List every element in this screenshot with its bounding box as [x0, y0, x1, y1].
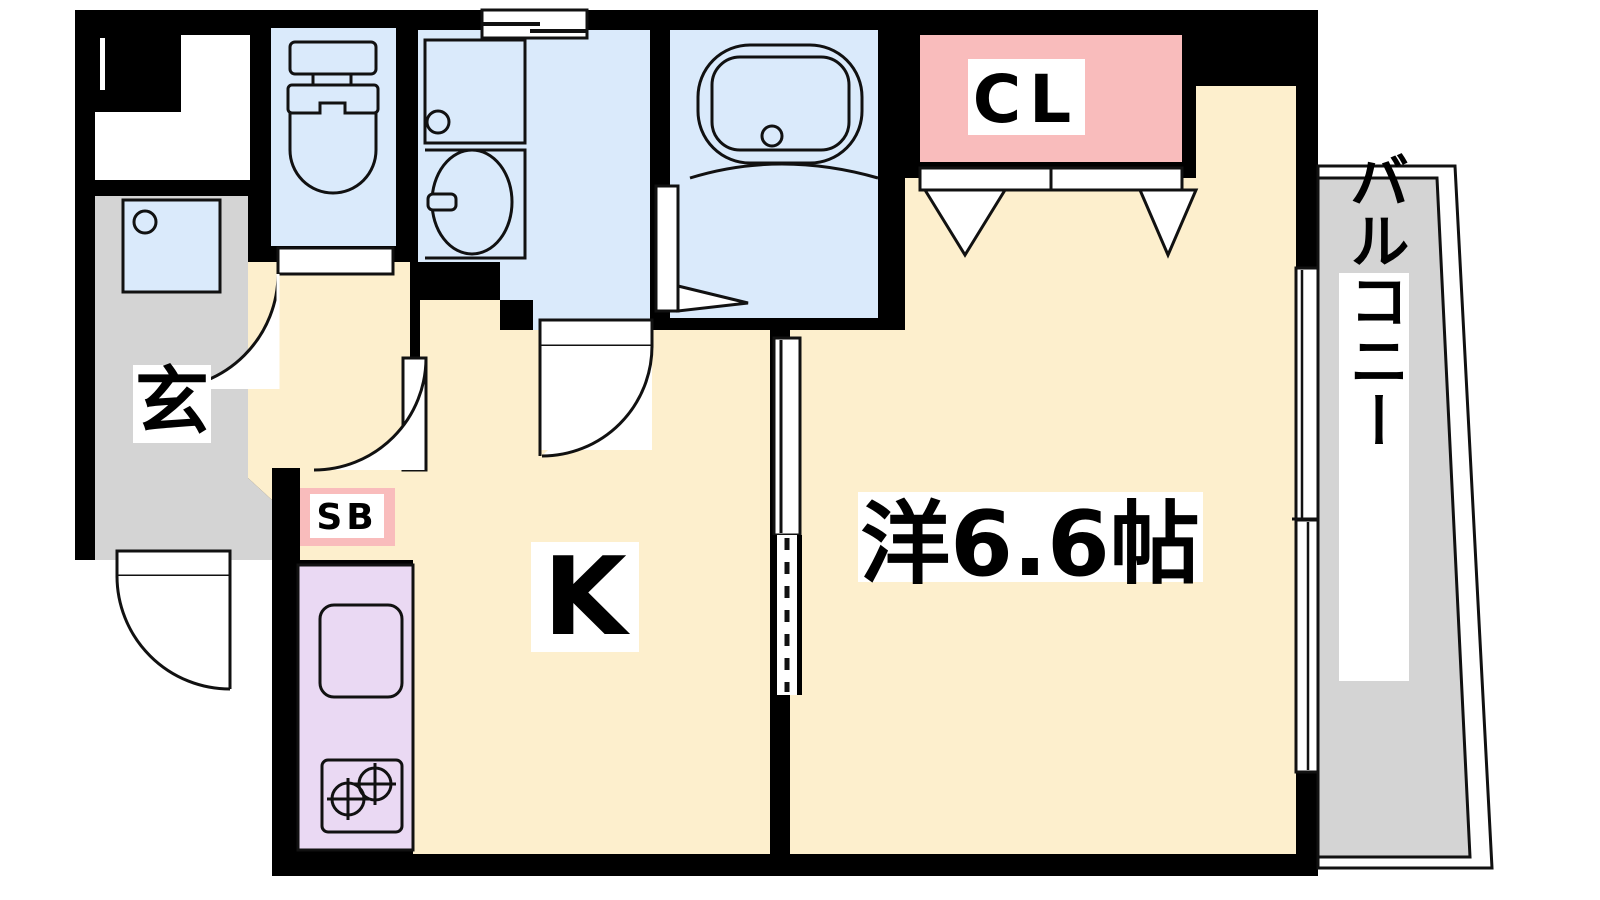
balcony-label-text: バルコニー [1339, 150, 1409, 450]
shoe-box-label-text: SB [316, 497, 377, 538]
kitchen-living-sliding-door[interactable] [772, 336, 802, 537]
living-room-floor [790, 86, 1296, 854]
wc-door[interactable] [162, 246, 395, 391]
toilet-fixture [286, 40, 380, 195]
washroom-door-right[interactable] [538, 318, 654, 458]
washing-machine-pan [121, 198, 222, 294]
bathroom-door[interactable] [654, 184, 749, 313]
genkan-label-text: 玄 [135, 359, 209, 445]
vanity-fixture [423, 38, 527, 260]
living-label-text: 洋6.6帖 [860, 492, 1199, 597]
gas-stove [320, 758, 404, 834]
genkan-label: 玄 [133, 359, 211, 445]
pipe-shaft [95, 35, 250, 180]
closet-label-text: CL [973, 61, 1080, 138]
bathtub-fixture [689, 43, 879, 180]
closet-label: CL [968, 59, 1085, 138]
corridor-floor [272, 262, 410, 468]
window-top [480, 8, 589, 40]
kitchen-sink [318, 603, 404, 699]
balcony-sliding-door[interactable] [1292, 266, 1320, 774]
kitchen-label-text: K [543, 535, 630, 660]
entrance-door[interactable] [115, 549, 232, 691]
shoe-box-label: SB [310, 494, 384, 538]
living-label: 洋6.6帖 [858, 492, 1203, 597]
partition-wall-dashed [772, 535, 802, 695]
closet-doors[interactable] [918, 166, 1199, 259]
balcony-label: バルコニー [1339, 150, 1409, 681]
washroom-door-left[interactable] [313, 356, 428, 472]
kitchen-label: K [531, 535, 639, 660]
